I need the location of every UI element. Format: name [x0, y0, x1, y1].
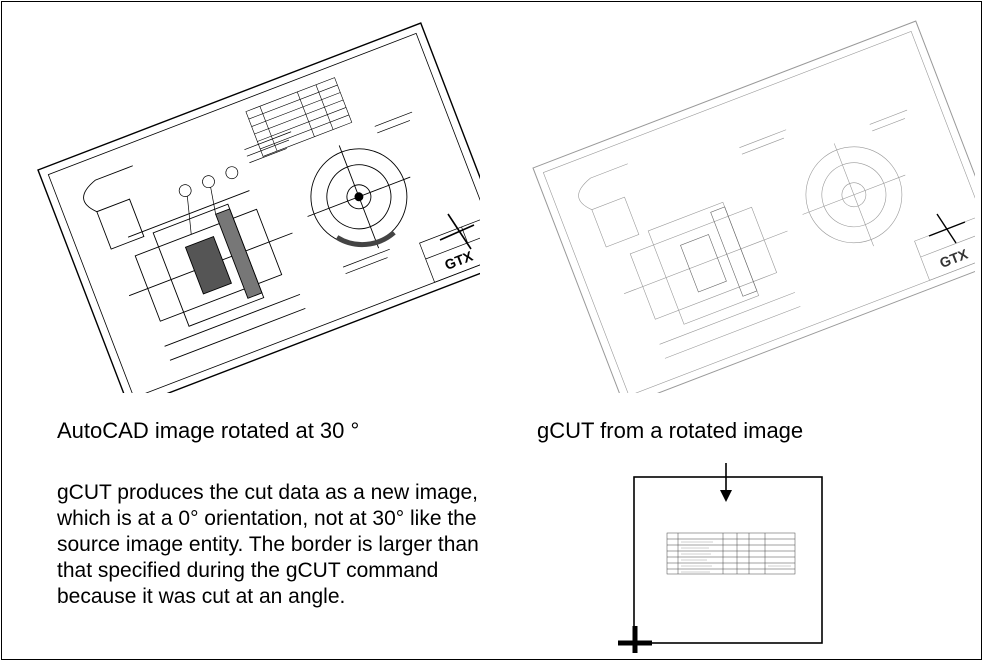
flange-circle-view	[307, 145, 411, 249]
paragraph-line: gCUT produces the cut data as a new imag…	[57, 481, 479, 504]
crosshair-marker-right	[928, 213, 966, 244]
paragraph-line: which is at a 0° orientation, not at 30°…	[57, 507, 477, 530]
explanation-paragraph: gCUT produces the cut data as a new imag…	[57, 480, 479, 610]
corner-cross-marker	[618, 626, 652, 653]
cut-parts-table	[666, 532, 796, 575]
crosshair-marker	[439, 213, 475, 250]
down-arrow	[720, 463, 732, 502]
right-caption: gCUT from a rotated image	[537, 418, 804, 443]
shaft-assembly	[83, 165, 306, 361]
paragraph-line: because it was cut at an angle.	[57, 585, 346, 608]
gcut-rotated-drawing: GTX	[532, 20, 975, 393]
gcut-result-image	[618, 463, 823, 653]
left-caption: AutoCAD image rotated at 30 °	[57, 418, 360, 443]
gtx-logo: GTX	[442, 247, 475, 272]
gtx-logo-faint: GTX	[937, 245, 970, 270]
parts-list-table	[245, 77, 353, 157]
annotation-balloons	[178, 111, 413, 274]
paragraph-line: source image entity. The border is large…	[57, 533, 479, 556]
paragraph-line: that specified during the gCUT command	[57, 559, 439, 582]
autocad-rotated-drawing: GTX	[37, 22, 480, 393]
